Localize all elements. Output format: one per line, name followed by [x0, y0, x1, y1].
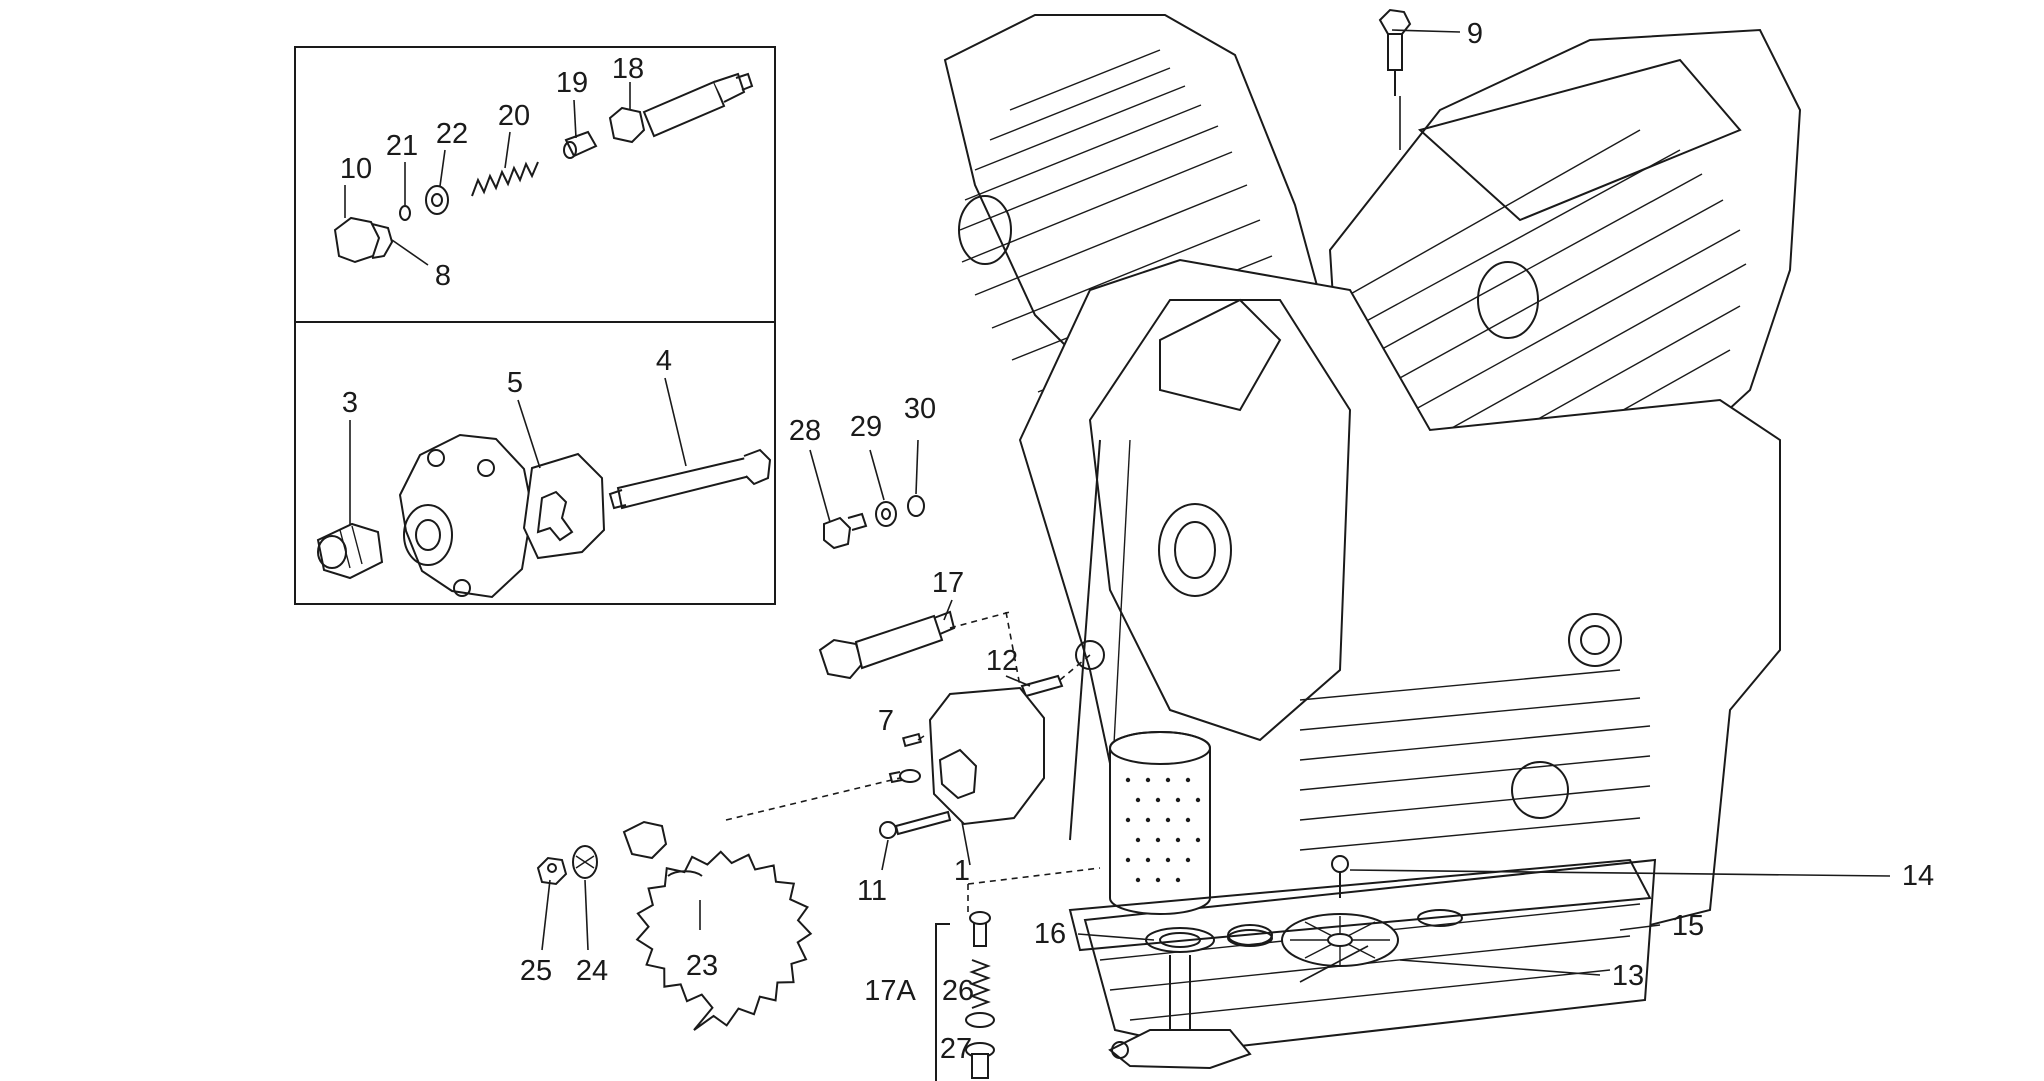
label-25: 25 [520, 955, 552, 987]
label-1: 1 [954, 855, 970, 887]
sprocket-part-23 [622, 820, 813, 1031]
label-24: 24 [576, 955, 608, 987]
label-16: 16 [1034, 918, 1066, 950]
label-18: 18 [612, 53, 644, 85]
screw-part-28 [823, 512, 868, 550]
screw-part-11 [879, 810, 952, 839]
oil-pump-assembly [316, 433, 772, 599]
label-14: 14 [1902, 860, 1934, 892]
label-29: 29 [850, 411, 882, 443]
pump-body [398, 433, 534, 599]
engine-block [943, 14, 1802, 1052]
label-7: 7 [878, 705, 894, 737]
label-27: 27 [940, 1033, 972, 1065]
nut-part-3 [316, 522, 384, 580]
label-17: 17 [932, 567, 964, 599]
washer-part-29 [875, 501, 897, 527]
label-12: 12 [986, 645, 1018, 677]
washer-part-27 [965, 1012, 995, 1079]
label-26: 26 [942, 975, 974, 1007]
label-13: 13 [1612, 960, 1644, 992]
o-ring-part-21 [399, 205, 411, 221]
nut-part-25 [536, 856, 568, 886]
spring-part-26 [969, 959, 991, 1009]
valve-body-part-18 [608, 72, 754, 144]
oil-strainer-part-13 [1281, 913, 1399, 967]
label-8: 8 [435, 260, 451, 292]
relief-assembly-17a [935, 911, 995, 1081]
inset-box [294, 46, 776, 605]
bolt-part-14 [1331, 855, 1349, 898]
pump-cover-part-1 [888, 686, 1045, 826]
label-3: 3 [342, 387, 358, 419]
label-21: 21 [386, 130, 418, 162]
rotor-part-5 [522, 452, 606, 560]
label-28: 28 [789, 415, 821, 447]
piston-part-19 [563, 130, 598, 159]
washer-part-22 [425, 185, 449, 215]
label-9: 9 [1467, 18, 1483, 50]
shaft-part-4 [608, 448, 772, 510]
label-19: 19 [556, 67, 588, 99]
part-labels: 10 21 22 20 19 18 8 3 5 4 28 29 30 9 17 … [340, 18, 1934, 1065]
filter-screw-assembly [1108, 955, 1252, 1070]
label-10: 10 [340, 153, 372, 185]
label-20: 20 [498, 100, 530, 132]
label-5: 5 [507, 367, 523, 399]
label-4: 4 [656, 345, 672, 377]
label-17a: 17A [864, 975, 916, 1007]
label-15: 15 [1672, 910, 1704, 942]
valve-plunger-17a [969, 911, 991, 947]
leader-lines [344, 29, 1891, 983]
lock-washer-part-24 [572, 845, 598, 879]
label-23: 23 [686, 950, 718, 982]
oil-filter-cartridge [1109, 731, 1211, 915]
banjo-bolt-part-17 [818, 610, 956, 680]
oil-pressure-switch-part-9 [1378, 8, 1412, 150]
label-22: 22 [436, 118, 468, 150]
label-11: 11 [857, 875, 887, 907]
spring-part-20 [471, 161, 539, 197]
label-30: 30 [904, 393, 936, 425]
plug-bolt-part-10 [333, 216, 394, 264]
relief-valve-assembly [333, 72, 754, 264]
o-ring-part-30 [907, 495, 925, 517]
sump-gasket-part-15 [1068, 858, 1652, 952]
